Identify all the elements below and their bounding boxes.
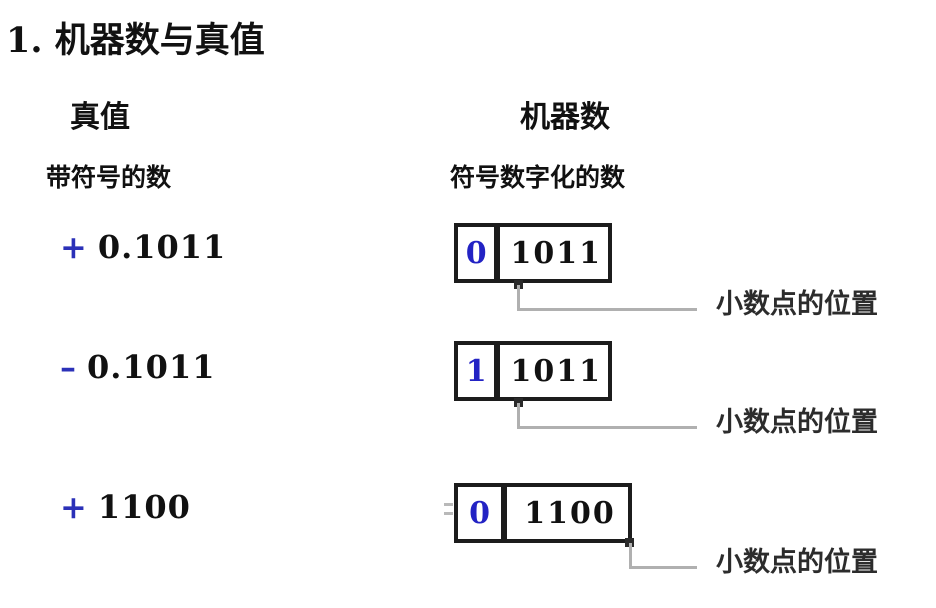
column-heading-machine: 机器数 — [520, 100, 610, 135]
truth-value-row: +1100 — [60, 488, 191, 526]
value-digits: 0.1011 — [97, 228, 227, 266]
machine-number-box: 0 1100 — [454, 483, 632, 543]
connector-vertical — [517, 285, 520, 311]
value-digits: 1100 — [97, 488, 191, 526]
truth-value-row: –0.1011 — [60, 348, 215, 386]
connector-vertical — [629, 543, 632, 569]
value-digits: 0.1011 — [87, 348, 216, 386]
connector-horizontal — [517, 426, 697, 429]
column-subheading-truth: 带符号的数 — [46, 163, 172, 192]
field-divider — [497, 345, 505, 397]
magnitude-cell: 1100 — [524, 495, 616, 531]
sign-symbol: – — [60, 348, 77, 386]
left-edge-tick — [444, 512, 453, 515]
decimal-point-annotation: 小数点的位置 — [716, 407, 878, 438]
truth-value-row: +0.1011 — [60, 228, 226, 266]
connector-nub — [625, 538, 634, 547]
sign-bit-cell: 0 — [458, 487, 504, 539]
page-title: 1. 机器数与真值 — [6, 20, 265, 61]
sign-bit-cell: 1 — [458, 345, 498, 397]
decimal-point-annotation: 小数点的位置 — [716, 289, 878, 320]
column-heading-truth: 真值 — [70, 100, 130, 135]
connector-vertical — [517, 403, 520, 429]
field-divider — [497, 227, 505, 279]
connector-horizontal — [517, 308, 697, 311]
field-divider — [504, 487, 512, 539]
column-subheading-machine: 符号数字化的数 — [450, 163, 626, 192]
sign-symbol: + — [60, 228, 88, 266]
machine-number-box: 1 1011 — [454, 341, 612, 401]
magnitude-cell: 1011 — [510, 353, 602, 389]
machine-number-box: 0 1011 — [454, 223, 612, 283]
decimal-point-annotation: 小数点的位置 — [716, 547, 878, 578]
connector-horizontal — [629, 566, 697, 569]
sign-bit-cell: 0 — [458, 227, 498, 279]
connector-nub — [514, 280, 523, 289]
sign-symbol: + — [60, 488, 88, 526]
left-edge-tick — [444, 503, 453, 506]
magnitude-cell: 1011 — [510, 235, 602, 271]
connector-nub — [514, 398, 523, 407]
